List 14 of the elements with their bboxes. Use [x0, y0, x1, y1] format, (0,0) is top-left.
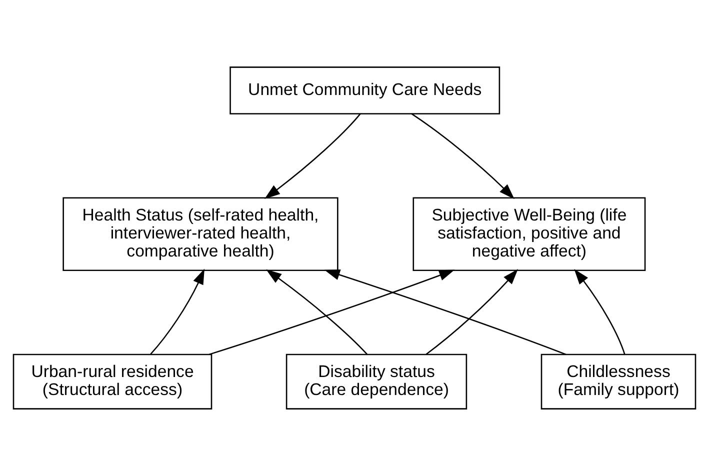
node-box: Subjective Well-Being (life satisfaction, positive and negative affect) [412, 196, 646, 270]
node-box: Childlessness (Family support) [540, 353, 696, 409]
node-box: Health Status (self-rated health, interviewer-rated health, comparative health) [62, 196, 338, 270]
arrow [208, 269, 455, 355]
arrow [266, 268, 368, 354]
arrow [574, 268, 626, 354]
arrow [426, 268, 518, 354]
node-box: Disability status (Care dependence) [286, 353, 468, 409]
arrow [150, 268, 204, 354]
arrow [411, 112, 514, 199]
arrow [324, 269, 566, 355]
node-box: Urban-rural residence (Structural access) [12, 353, 212, 409]
arrow [264, 112, 361, 198]
node-box: Unmet Community Care Needs [230, 66, 500, 114]
